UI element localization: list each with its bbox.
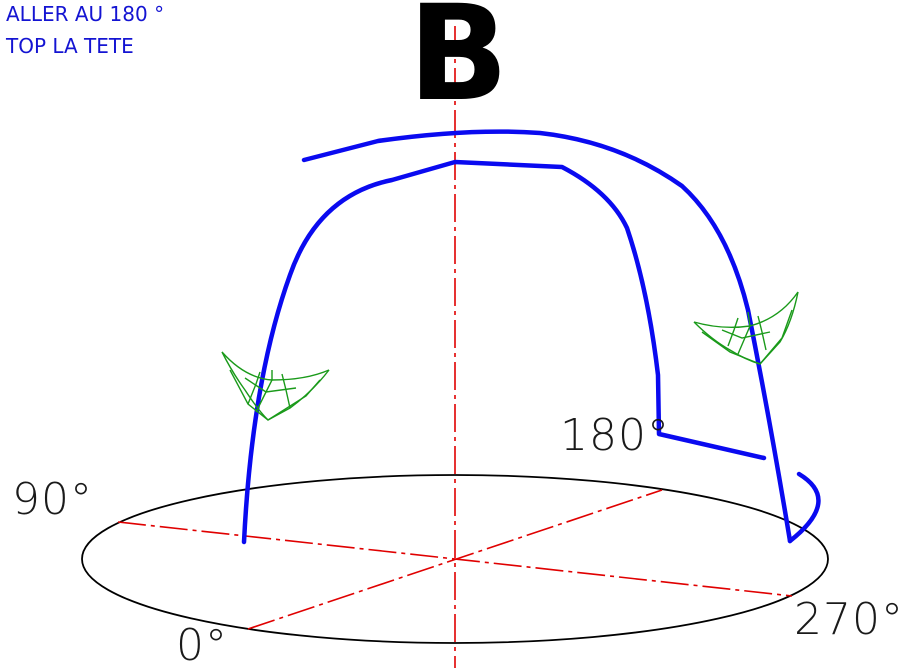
angle-label-270: 270° (794, 594, 904, 645)
angle-label-0: 0° (176, 620, 228, 671)
angle-label-90: 90° (12, 474, 93, 525)
instruction-line-1: ALLER AU 180 ° (6, 2, 165, 26)
instruction-line-2: TOP LA TETE (6, 34, 134, 58)
inner-trajectory (241, 159, 767, 545)
axis-0-180 (247, 489, 663, 630)
end-hook (787, 471, 821, 544)
figure-letter: B (408, 0, 509, 131)
angle-label-180: 180° (560, 410, 670, 461)
hand-icon (693, 291, 799, 365)
outer-trajectory (301, 129, 793, 544)
base-ellipse (81, 474, 829, 644)
hand-icon (221, 351, 330, 421)
